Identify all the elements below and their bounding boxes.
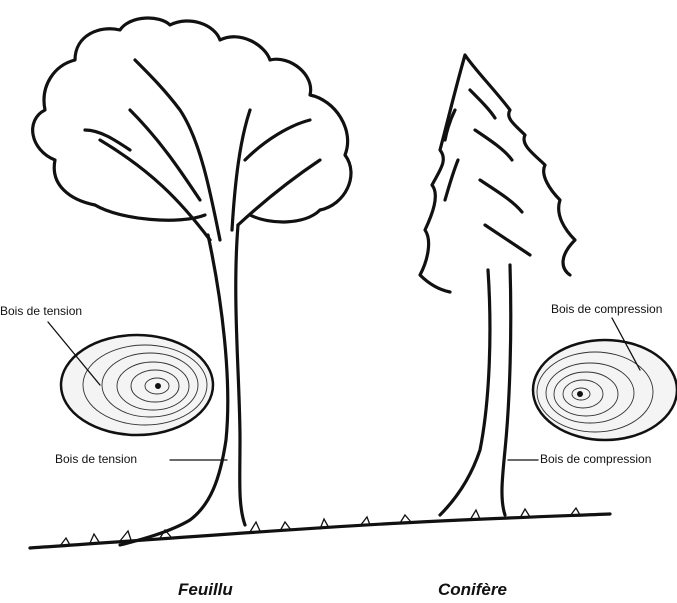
conifere-trunk-right bbox=[502, 265, 511, 515]
feuillu-canopy bbox=[33, 18, 351, 222]
conifere-trunk bbox=[440, 270, 490, 515]
conifere-crown bbox=[420, 55, 575, 292]
feuillu-caption: Feuillu bbox=[178, 580, 233, 600]
feuillu-trunk-label: Bois de tension bbox=[55, 452, 137, 466]
conifere-caption: Conifère bbox=[438, 580, 507, 600]
feuillu-branches bbox=[85, 60, 320, 240]
feuillu-section-label: Bois de tension bbox=[0, 304, 82, 318]
feuillu-cross-section bbox=[61, 335, 213, 435]
conifere-trunk-label: Bois de compression bbox=[540, 452, 651, 466]
conifere-cross-section bbox=[533, 340, 677, 440]
conifere-branch-strokes bbox=[445, 90, 530, 255]
feuillu-trunk-right bbox=[236, 225, 245, 525]
ground-line bbox=[30, 514, 610, 548]
conifere-section-label: Bois de compression bbox=[551, 302, 662, 316]
